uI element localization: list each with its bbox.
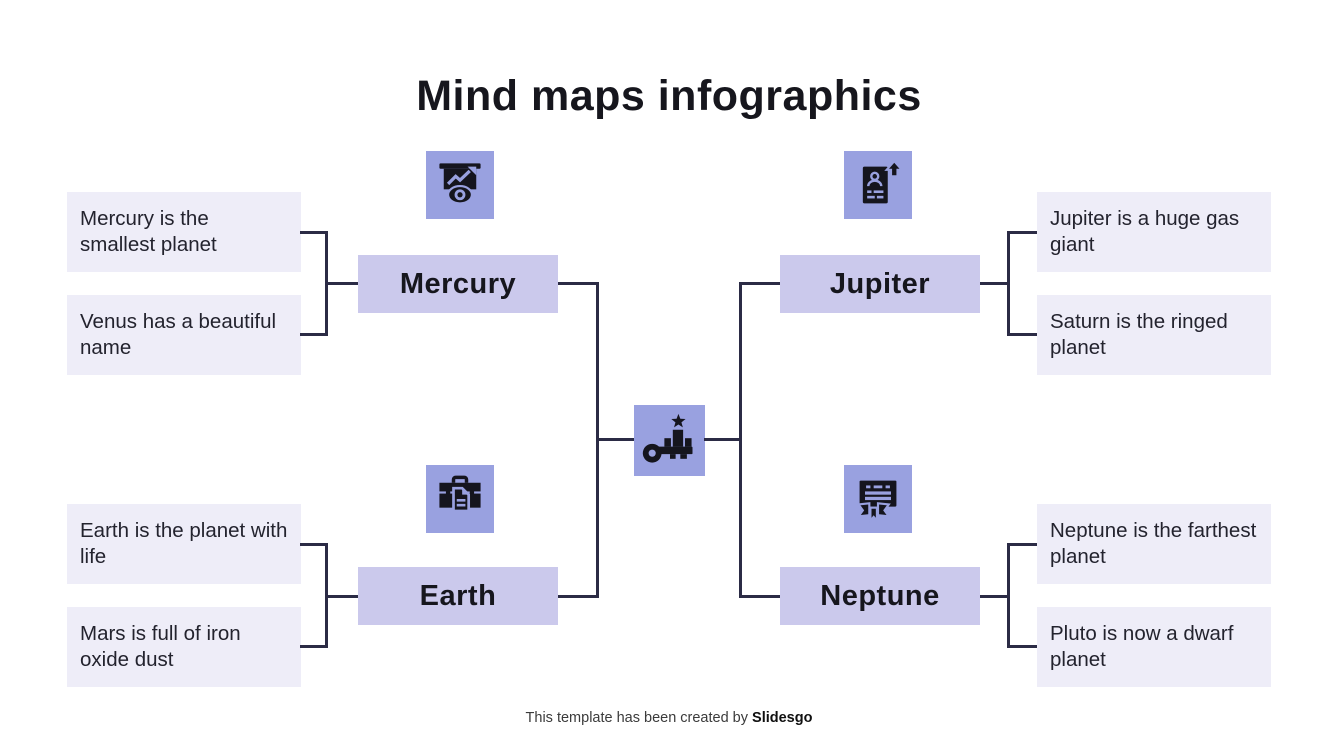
connector-line <box>558 282 599 285</box>
center-icon-tile <box>634 405 705 476</box>
connector-line <box>596 438 634 441</box>
branch-node-jupiter: Jupiter <box>780 255 980 313</box>
connector-line <box>980 595 1010 598</box>
branch-icon-tile-earth <box>426 465 494 533</box>
branch-label: Jupiter <box>829 267 931 300</box>
diploma-ribbon-icon <box>856 480 897 524</box>
note-text: Pluto is now a dwarf planet <box>1050 622 1234 671</box>
note-text: Neptune is the farthest planet <box>1050 519 1257 568</box>
connector-line <box>739 282 780 285</box>
note-text: Mars is full of iron oxide dust <box>80 622 241 671</box>
note-card-jupiter-1: Jupiter is a huge gas giant <box>1037 192 1271 272</box>
branch-icon-tile-neptune <box>844 465 912 533</box>
key-achievement-icon <box>642 413 692 463</box>
connector-line <box>325 282 358 285</box>
connector-line <box>1007 543 1037 546</box>
connector-line <box>1007 333 1037 336</box>
footer-text: This template has been created by <box>525 710 753 726</box>
connector-line <box>1007 231 1010 336</box>
note-text: Venus has a beautiful name <box>80 310 277 359</box>
briefcase-document-icon <box>439 475 481 513</box>
note-card-mercury-1: Mercury is the smallest planet <box>67 192 301 272</box>
branch-label: Neptune <box>820 579 940 612</box>
connector-line <box>1007 543 1010 648</box>
branch-label: Mercury <box>399 267 517 300</box>
branch-label: Earth <box>419 579 497 612</box>
branch-node-earth: Earth <box>358 567 558 625</box>
connector-line <box>1007 645 1037 648</box>
connector-line <box>1007 231 1037 234</box>
connector-line <box>739 595 780 598</box>
connector-line <box>300 333 328 336</box>
note-text: Mercury is the smallest planet <box>80 207 217 256</box>
connector-line <box>300 543 328 546</box>
presentation-chart-eye-icon <box>439 163 481 205</box>
branch-icon-tile-mercury <box>426 151 494 219</box>
page-title: Mind maps infographics <box>416 72 922 120</box>
note-card-jupiter-2: Saturn is the ringed planet <box>1037 295 1271 375</box>
branch-node-mercury: Mercury <box>358 255 558 313</box>
cv-promotion-icon <box>862 159 904 204</box>
note-card-neptune-2: Pluto is now a dwarf planet <box>1037 607 1271 687</box>
connector-line <box>558 595 599 598</box>
footer-credit: This template has been created by Slides… <box>0 710 1338 726</box>
note-card-mercury-2: Venus has a beautiful name <box>67 295 301 375</box>
connector-line <box>300 645 328 648</box>
note-card-earth-1: Earth is the planet with life <box>67 504 301 584</box>
connector-line <box>300 231 328 234</box>
connector-line <box>325 595 358 598</box>
footer-brand: Slidesgo <box>752 710 813 726</box>
connector-line <box>980 282 1010 285</box>
note-card-neptune-1: Neptune is the farthest planet <box>1037 504 1271 584</box>
note-text: Jupiter is a huge gas giant <box>1050 207 1240 256</box>
branch-icon-tile-jupiter <box>844 151 912 219</box>
note-card-earth-2: Mars is full of iron oxide dust <box>67 607 301 687</box>
note-text: Earth is the planet with life <box>80 519 288 568</box>
connector-line <box>704 438 742 441</box>
branch-node-neptune: Neptune <box>780 567 980 625</box>
note-text: Saturn is the ringed planet <box>1050 310 1228 359</box>
